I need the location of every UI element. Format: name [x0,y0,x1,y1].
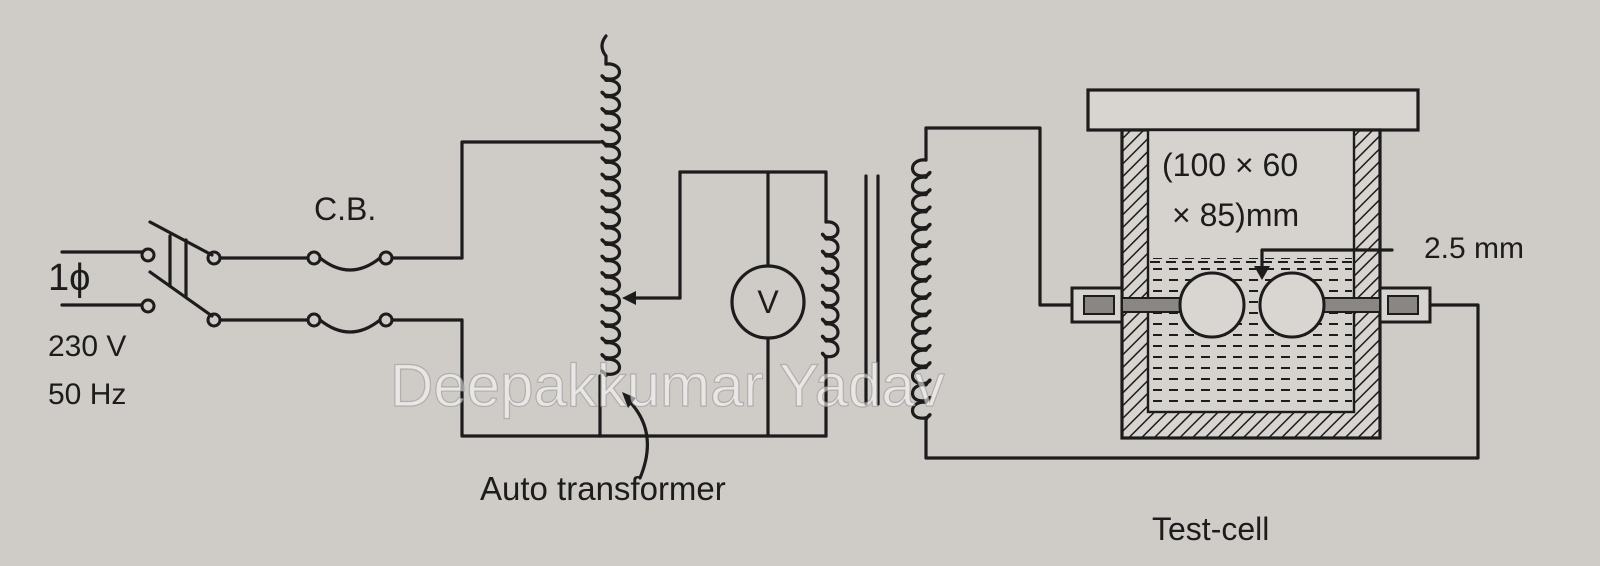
auto-transformer-coil [598,34,682,480]
voltmeter-label: V [757,284,779,320]
circuit-breaker-label: C.B. [314,191,376,227]
supply-phase-label: 1ϕ [48,257,90,299]
watermark: Deepakkumar Yadav [390,352,945,419]
test-cell-lid [1086,88,1420,132]
circuit-breaker [218,250,464,334]
supply-voltage-label: 230 V [48,330,126,363]
left-sphere-electrode [1178,271,1246,339]
double-pole-switch [148,220,214,318]
gap-label: 2.5 mm [1424,232,1524,265]
oil-sample [1150,258,1352,410]
auto-transformer-leads [460,140,602,438]
voltmeter-icon [730,264,806,340]
voltmeter-branch [598,170,828,438]
auto-transformer-label: Auto transformer [480,470,726,507]
test-cell [1070,88,1432,440]
hv-transformer-secondary [910,126,1480,460]
cell-dimensions-line1: (100 × 60 [1162,147,1298,183]
hv-transformer-primary [820,220,840,360]
test-cell-label: Test-cell [1152,511,1269,547]
cell-dimensions-line2: × 85)mm [1172,197,1299,233]
supply-frequency-label: 50 Hz [48,378,126,411]
right-sphere-electrode [1258,271,1326,339]
transformer-core [864,174,880,406]
